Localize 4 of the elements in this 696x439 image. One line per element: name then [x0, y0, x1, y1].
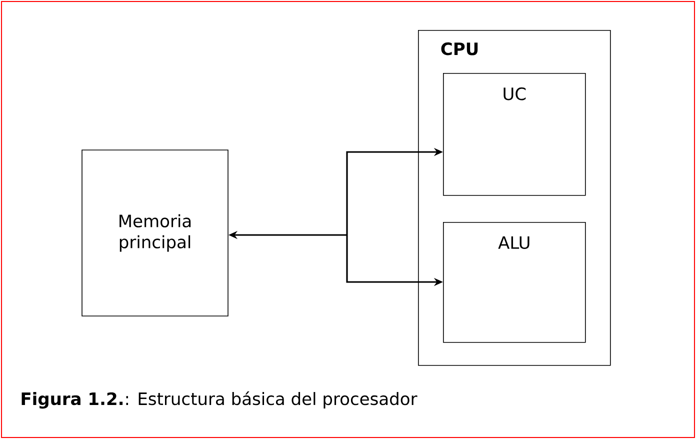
- memory-box: Memoria principal: [82, 150, 228, 316]
- caption: Figura 1.2.: Estructura básica del procesador: [22, 391, 418, 409]
- unit-box: ALU: [443, 222, 586, 343]
- unit-box: UC: [443, 73, 586, 196]
